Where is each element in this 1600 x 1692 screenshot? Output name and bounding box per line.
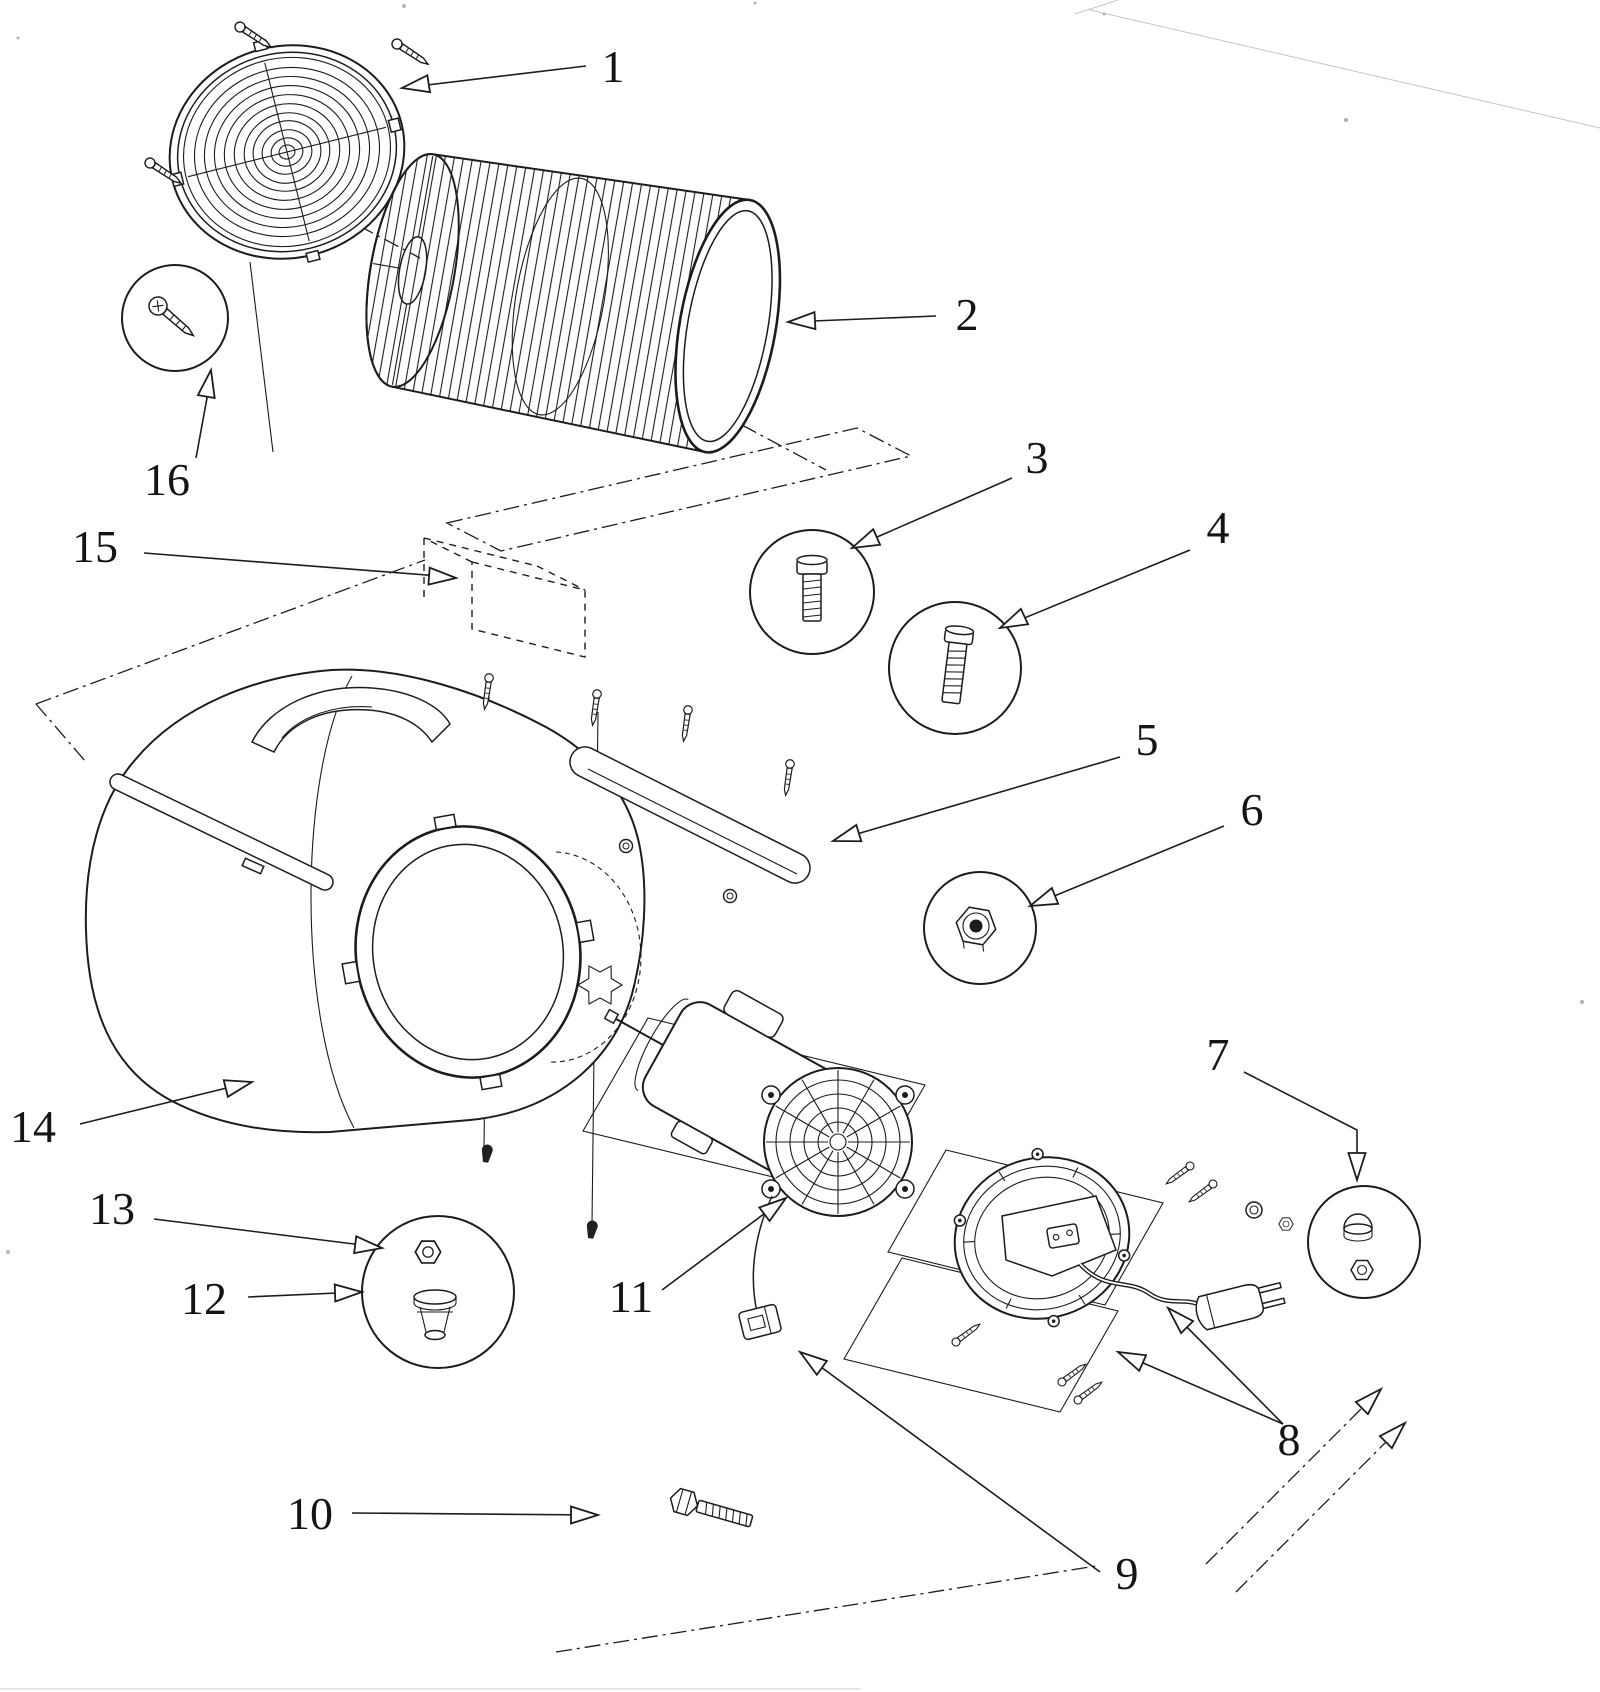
- grommet: [1245, 1201, 1263, 1219]
- rubber-foot: [413, 1289, 457, 1341]
- small-nut: [1278, 1217, 1294, 1231]
- rear-housing-assembly: [949, 1147, 1294, 1407]
- callout-label-4: 4: [1207, 502, 1230, 553]
- callout-label-13: 13: [89, 1183, 135, 1234]
- construction-lines: [35, 211, 1399, 1653]
- motor-assembly: [603, 989, 915, 1313]
- callout-label-7: 7: [1207, 1029, 1230, 1080]
- callout-circle-4: [888, 601, 1022, 735]
- callout-label-1: 1: [602, 41, 625, 92]
- callout-label-11: 11: [609, 1271, 653, 1322]
- callout-label-15: 15: [72, 521, 118, 572]
- callout-label-2: 2: [956, 289, 979, 340]
- callout-label-6: 6: [1241, 784, 1264, 835]
- callout-circle-16: [121, 264, 229, 372]
- power-cord: [1078, 1262, 1199, 1307]
- callout-label-5: 5: [1136, 714, 1159, 765]
- callout-leaders: [79, 65, 1412, 1573]
- callout-circle-3: [749, 529, 875, 655]
- callout-label-9: 9: [1116, 1548, 1139, 1599]
- motor-fan-guard: [761, 1067, 915, 1217]
- callout-label-12: 12: [181, 1273, 227, 1324]
- callout-circle-7: [1307, 1185, 1421, 1299]
- blower-wheel: [365, 153, 782, 454]
- duct-outline: [423, 537, 586, 658]
- callout-label-8: 8: [1278, 1414, 1301, 1465]
- terminal-block: [1046, 1223, 1080, 1249]
- cord-clip: [738, 1303, 782, 1341]
- callout-label-14: 14: [10, 1101, 56, 1152]
- callout-circle-6: [923, 871, 1037, 985]
- callout-labels: 1 2 3 4 5 6 7 8 9 10 11 12 13 14 15 16: [10, 41, 1301, 1599]
- mount-bracket: [569, 746, 811, 904]
- callout-label-10: 10: [287, 1488, 333, 1539]
- hex-bolt: [669, 1487, 754, 1528]
- callout-label-3: 3: [1026, 432, 1049, 483]
- callout-label-16: 16: [144, 454, 190, 505]
- callout-circle-12-13: [361, 1215, 515, 1369]
- power-plug: [1195, 1281, 1286, 1331]
- main-housing: [84, 668, 646, 1134]
- housing-rivets: [480, 1143, 599, 1240]
